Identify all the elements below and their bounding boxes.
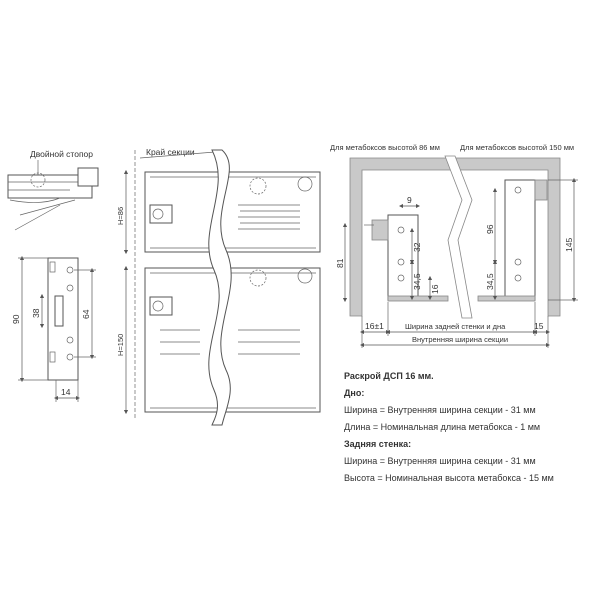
notes-bottom-length: Длина = Номинальная длина метабокса - 1 … [344, 422, 541, 432]
double-stop-label: Двойной стопор [30, 149, 93, 159]
notes-back-head: Задняя стенка: [344, 439, 412, 449]
h150-label: H=150 [116, 334, 125, 356]
front-bracket: 90 38 64 14 [11, 255, 96, 402]
section-cross-section: Для метабоксов высотой 86 мм Для метабок… [330, 143, 578, 348]
notes-back-width: Ширина = Внутренняя ширина секции - 31 м… [344, 456, 536, 466]
notes-title: Раскрой ДСП 16 мм. [344, 371, 434, 381]
dim-16-pm-1: 16±1 [365, 321, 384, 331]
back-wall-width-label: Ширина задней стенки и дна [405, 322, 506, 331]
dim-14: 14 [61, 387, 71, 397]
for-150-label: Для метабоксов высотой 150 мм [460, 143, 574, 152]
for-86-label: Для метабоксов высотой 86 мм [330, 143, 440, 152]
double-stop-detail: Двойной стопор [7, 149, 99, 231]
section-edge-label: Край секции [146, 147, 195, 157]
dim-15: 15 [534, 321, 544, 331]
dim-145: 145 [564, 238, 574, 252]
cutting-notes: Раскрой ДСП 16 мм. Дно: Ширина = Внутрен… [344, 368, 594, 487]
h86-label: H=86 [116, 207, 125, 225]
dim-81: 81 [335, 258, 345, 268]
drawer-side-views: Край секции H=86 H=150 [116, 147, 321, 426]
inner-width-label: Внутренняя ширина секции [412, 335, 508, 344]
dim-34-5-right: 34,5 [485, 273, 495, 290]
dim-32: 32 [412, 242, 422, 252]
dim-64: 64 [81, 309, 91, 319]
notes-bottom-head: Дно: [344, 388, 365, 398]
dim-9: 9 [407, 195, 412, 205]
notes-bottom-width: Ширина = Внутренняя ширина секции - 31 м… [344, 405, 536, 415]
dim-38: 38 [31, 308, 41, 318]
dim-96: 96 [485, 224, 495, 234]
dim-90: 90 [11, 314, 21, 324]
notes-back-height: Высота = Номинальная высота метабокса - … [344, 473, 554, 483]
dim-34-5-left: 34,5 [412, 273, 422, 290]
dim-16: 16 [430, 284, 440, 294]
